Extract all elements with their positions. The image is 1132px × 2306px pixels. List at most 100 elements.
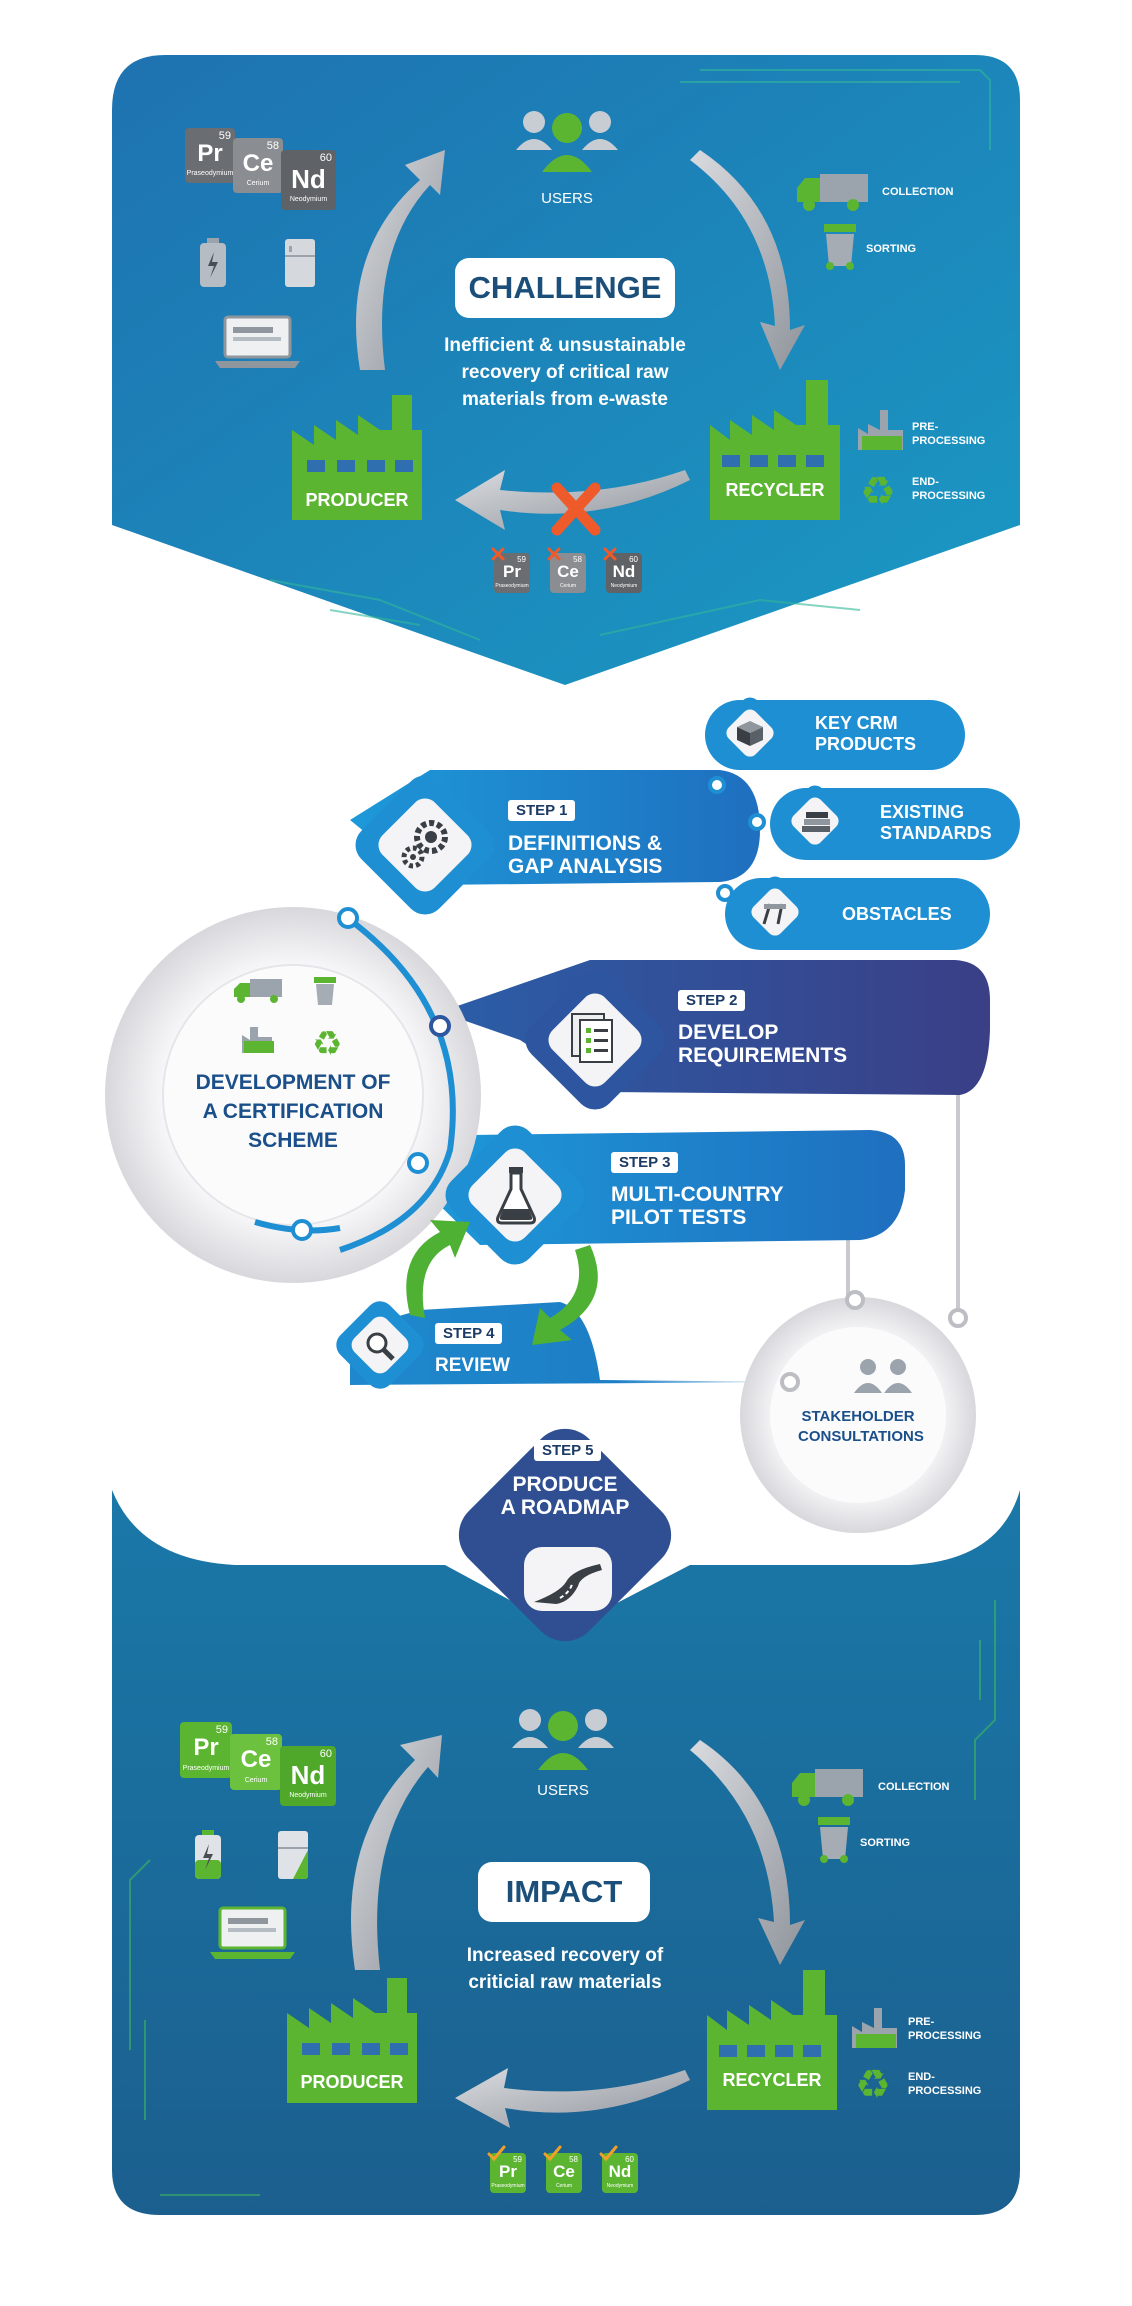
recycler-label: RECYCLER — [725, 480, 825, 500]
element-symbol: Nd — [612, 562, 636, 581]
step2-tag: STEP 2 — [678, 990, 746, 1011]
element-name: Praseodymium — [186, 170, 234, 177]
element-symbol: Nd — [291, 164, 326, 194]
step4-title: REVIEW — [435, 1354, 510, 1377]
arrow-producer-to-users — [356, 150, 445, 370]
gear-icon — [401, 820, 448, 869]
element-symbol: Nd — [608, 2162, 632, 2181]
element-name: Cerium — [559, 583, 577, 589]
connector-dots — [291, 776, 766, 1241]
element-tile-nd: 60 Nd Neodymium — [280, 1746, 336, 1806]
pre-processing-label-line: PROCESSING — [908, 2030, 982, 2042]
element-name: Cerium — [246, 180, 270, 187]
bin-icon — [824, 224, 856, 270]
element-tile-small-ce: 58 Ce Cerium — [550, 553, 586, 593]
impact-title: IMPACT — [478, 1862, 650, 1922]
step5-tag: STEP 5 — [534, 1440, 602, 1461]
box-icon — [737, 721, 763, 746]
sorting-label: SORTING — [860, 1837, 911, 1849]
producer-label: PRODUCER — [305, 490, 409, 510]
element-tile-small-pr: 59 Pr Praseodymium — [490, 2153, 526, 2193]
factory-icon — [707, 1970, 837, 2110]
element-tile-pr: 59 Pr Praseodymium — [185, 128, 235, 183]
element-tile-small-nd: 60 Nd Neodymium — [606, 553, 642, 593]
element-tile-ce: 58 Ce Cerium — [230, 1734, 282, 1790]
element-number: 58 — [266, 140, 279, 152]
documents-icon — [571, 1013, 613, 1063]
arrow-users-to-recycler-impact — [690, 1740, 805, 1965]
impact-description-line: Increased recovery of — [466, 1945, 664, 1966]
step5-title-line: A ROADMAP — [500, 1496, 630, 1519]
pre-processing-label-line: PROCESSING — [912, 435, 986, 447]
element-name: Neodymium — [289, 196, 328, 203]
element-tile-small-nd: 60 Nd Neodymium — [602, 2153, 638, 2193]
recycler-label: RECYCLER — [722, 2070, 822, 2090]
element-tile-nd: 60 Nd Neodymium — [281, 150, 336, 210]
fridge-icon — [278, 1831, 308, 1879]
step5-diamond — [458, 1428, 672, 1642]
users-label: USERS — [537, 1782, 589, 1799]
challenge-description-line: recovery of critical raw — [461, 362, 669, 383]
users-icon — [516, 111, 618, 172]
circuit-lines-bottom — [129, 1600, 996, 2196]
recycle-icon: ♻ — [860, 470, 896, 514]
step3-tag: STEP 3 — [611, 1152, 679, 1173]
battery-icon — [200, 238, 226, 287]
users-label: USERS — [541, 190, 593, 207]
step2-title-line: REQUIREMENTS — [678, 1044, 848, 1067]
collection-label: COLLECTION — [878, 1781, 950, 1793]
pre-processing-label-line: PRE- — [912, 421, 939, 433]
documents-stack-icon — [802, 812, 830, 832]
laptop-icon — [210, 1906, 295, 1959]
element-number: 58 — [265, 1736, 278, 1748]
element-symbol: Nd — [290, 1760, 326, 1790]
step4-title-line: REVIEW — [435, 1355, 510, 1376]
end-processing-label-line: END- — [912, 476, 939, 488]
collection-label: COLLECTION — [882, 186, 954, 198]
element-name: Cerium — [555, 2183, 573, 2189]
step4-ribbon — [350, 1302, 795, 1385]
branch-label-line: OBSTACLES — [842, 904, 952, 924]
bin-icon — [818, 1817, 850, 1863]
fridge-icon — [285, 239, 315, 287]
step2-title: DEVELOP REQUIREMENTS — [678, 1021, 847, 1067]
center-title-line: A CERTIFICATION — [202, 1100, 384, 1123]
element-symbol: Pr — [503, 562, 521, 581]
stakeholder-label-line: CONSULTATIONS — [798, 1428, 924, 1445]
cross-icon — [551, 482, 601, 536]
impact-description-line: criticial raw materials — [468, 1972, 662, 1993]
center-title-line: SCHEME — [248, 1129, 338, 1152]
step3-title: MULTI-COUNTRY PILOT TESTS — [611, 1183, 784, 1229]
element-symbol: Ce — [557, 562, 579, 581]
step4-tag: STEP 4 — [435, 1323, 503, 1344]
element-tile-ce: 58 Ce Cerium — [233, 138, 283, 193]
truck-icon — [797, 174, 868, 211]
branch-label-line: STANDARDS — [880, 823, 992, 843]
element-name: Neodymium — [606, 2183, 634, 2189]
challenge-description-line: materials from e-waste — [462, 389, 668, 410]
element-number: 59 — [215, 1724, 228, 1736]
step5-title-line: PRODUCE — [512, 1473, 618, 1496]
pre-processing-label-line: PRE- — [908, 2016, 935, 2028]
end-processing-label: END- PROCESSING — [908, 2070, 981, 2098]
branch-label-line: EXISTING — [880, 802, 965, 822]
branch-label-line: KEY CRM — [815, 713, 898, 733]
element-tile-small-pr: 59 Pr Praseodymium — [494, 553, 530, 593]
step2-title-line: DEVELOP — [678, 1021, 779, 1044]
factory-icon — [287, 1978, 417, 2103]
element-symbol: Pr — [499, 2162, 517, 2181]
arrow-users-to-recycler — [690, 150, 805, 370]
check-icons — [487, 2145, 618, 2162]
stakeholder-label-line: STAKEHOLDER — [801, 1408, 915, 1425]
element-number: 59 — [218, 130, 231, 142]
element-number: 58 — [573, 555, 582, 564]
element-symbol: Ce — [242, 150, 274, 177]
users-icon — [512, 1709, 614, 1770]
center-title: DEVELOPMENT OF A CERTIFICATION SCHEME — [153, 1068, 433, 1155]
element-symbol: Ce — [553, 2162, 575, 2181]
road-icon — [534, 1564, 602, 1604]
element-name: Cerium — [244, 1777, 268, 1784]
svg-text:♻: ♻ — [312, 1025, 342, 1060]
impact-description: Increased recovery of criticial raw mate… — [430, 1942, 700, 1996]
element-name: Neodymium — [289, 1792, 327, 1799]
